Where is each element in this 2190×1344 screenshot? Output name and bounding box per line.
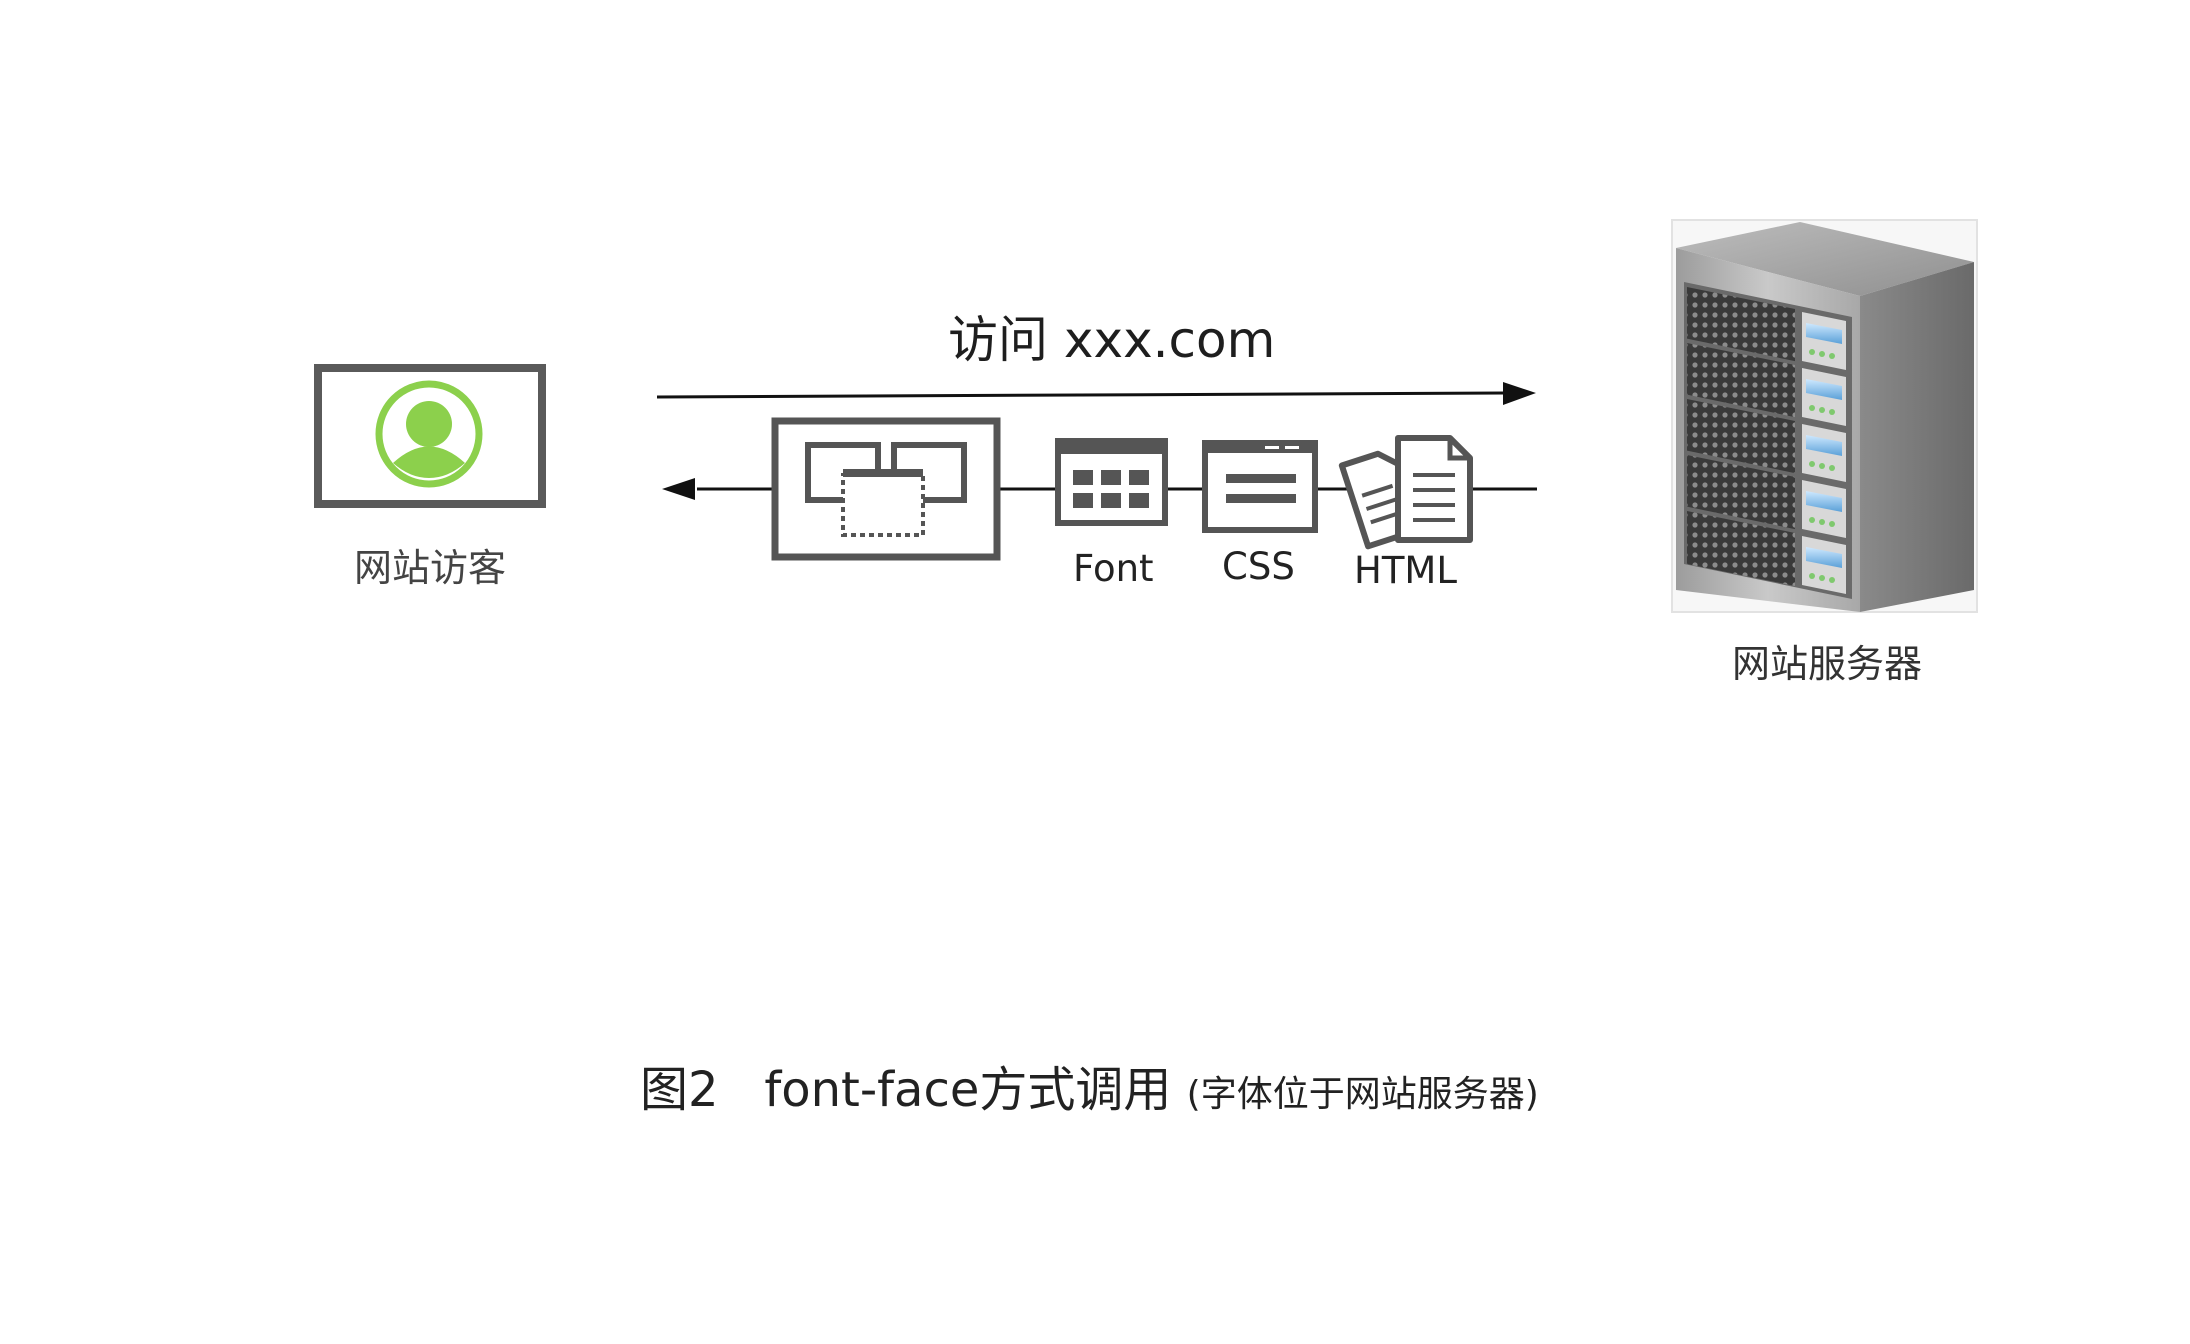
visitor-label: 网站访客 [354, 546, 507, 590]
rendered-page-icon [771, 417, 1001, 561]
caption-note: (字体位于网站服务器) [1186, 1074, 1539, 1115]
font-grid-icon [1055, 438, 1168, 526]
server-unit-4 [1684, 450, 1852, 543]
css-window-icon [1202, 440, 1318, 533]
request-label: 访问 xxx.com [948, 311, 1276, 369]
request-arrow [656, 382, 1536, 405]
css-label: CSS [1222, 545, 1295, 588]
server-unit-5 [1684, 506, 1852, 599]
caption-main: 图2 font-face方式调用 [640, 1062, 1172, 1118]
html-label: HTML [1354, 549, 1457, 592]
html-documents-icon [1338, 435, 1473, 550]
server-tower-icon [1671, 219, 1978, 613]
server-unit-3 [1684, 394, 1852, 487]
visitor-monitor-icon [314, 364, 546, 508]
server-unit-2 [1684, 338, 1852, 431]
font-label: Font [1073, 547, 1154, 590]
server-unit-1 [1684, 282, 1852, 375]
figure-caption: 图2 font-face方式调用 (字体位于网站服务器) [640, 1050, 1539, 1120]
server-label: 网站服务器 [1732, 642, 1923, 686]
